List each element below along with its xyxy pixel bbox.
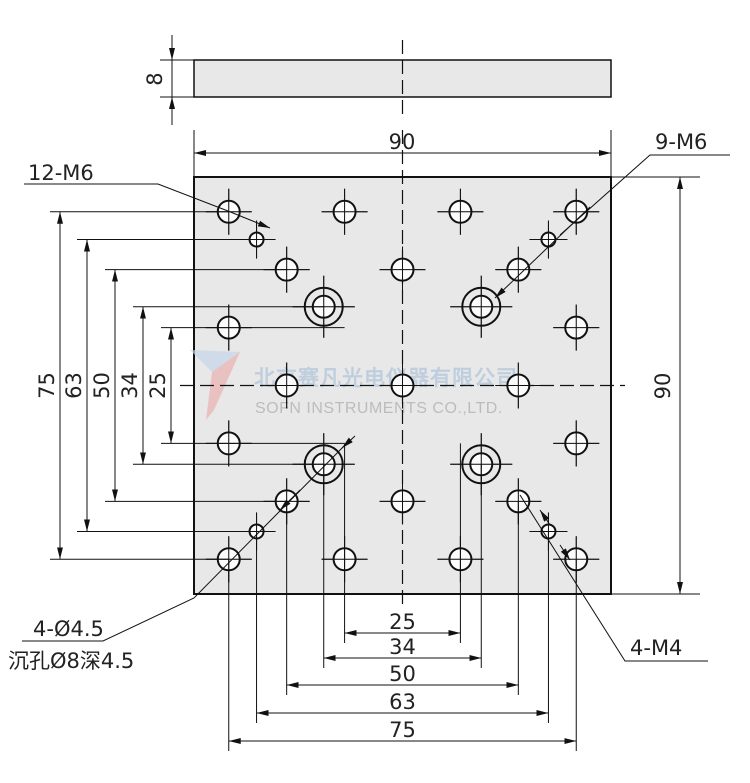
bottom-dimension: 50 <box>286 501 519 695</box>
m6-hole <box>495 362 542 409</box>
left-dimension: 50 <box>90 269 287 502</box>
m6-hole <box>379 362 426 409</box>
left-dimension: 34 <box>118 306 324 465</box>
side-view: 8 <box>143 35 612 125</box>
m6-hole <box>553 188 600 235</box>
callout-4-d4-5: 4-Ø4.5 沉孔Ø8深4.5 <box>8 435 356 673</box>
m6-hole <box>437 188 484 235</box>
callout-12-m6-label: 12-M6 <box>28 161 94 185</box>
bottom-dimension: 63 <box>256 531 549 723</box>
left-dimension: 75 <box>35 211 229 560</box>
left-dimension-label: 50 <box>90 372 114 399</box>
left-dimension: 63 <box>62 239 257 532</box>
m6-hole <box>495 246 542 293</box>
left-dimension-label: 63 <box>62 372 86 399</box>
m6-hole <box>553 420 600 467</box>
callout-12-m6: 12-M6 <box>24 161 271 229</box>
left-dimension: 25 <box>146 327 345 444</box>
bottom-dimension-label: 63 <box>389 690 416 714</box>
m6-hole <box>263 362 310 409</box>
bottom-dimension-label: 50 <box>389 662 416 686</box>
bottom-dimension-label: 34 <box>389 635 416 659</box>
callout-counterbore-label: 沉孔Ø8深4.5 <box>8 649 134 673</box>
bottom-dimension-label: 75 <box>389 718 416 742</box>
watermark-en: SOFN INSTRUMENTS CO.,LTD. <box>255 400 503 417</box>
m6-hole <box>379 478 426 525</box>
m6-hole <box>553 304 600 351</box>
watermark-logo <box>190 350 240 372</box>
counterbore-hole <box>450 275 513 338</box>
left-dimension-label: 75 <box>35 372 59 399</box>
height-label: 90 <box>651 373 675 400</box>
m6-hole <box>321 188 368 235</box>
bottom-dimension: 25 <box>344 443 461 643</box>
bottom-dimension: 34 <box>323 464 482 668</box>
callout-4-m4-label: 4-M4 <box>630 636 682 660</box>
left-dimension-label: 34 <box>118 372 142 399</box>
callout-9-m6: 9-M6 <box>494 130 730 299</box>
callout-4-d4-5-label: 4-Ø4.5 <box>33 617 104 641</box>
m6-hole <box>379 246 426 293</box>
callout-9-m6-label: 9-M6 <box>655 130 707 154</box>
callout-4-m4: 4-M4 <box>519 494 708 662</box>
bottom-dimension: 75 <box>228 559 577 751</box>
left-dimension-label: 25 <box>146 372 170 399</box>
thickness-dimension: 8 <box>143 72 167 85</box>
bottom-dimension-label: 25 <box>389 610 416 634</box>
